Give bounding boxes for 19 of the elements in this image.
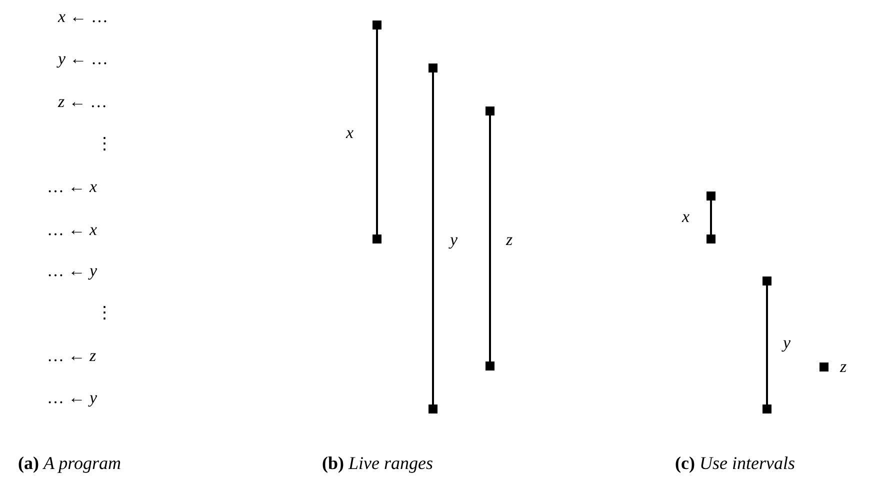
assignment-text: z ← … — [58, 92, 108, 112]
variable-label: y — [450, 230, 458, 250]
subfigure-caption: (b) Live ranges — [322, 453, 433, 473]
variable-label: z — [840, 357, 847, 377]
ellipsis-mark: ⋮ — [96, 303, 113, 323]
assignment-text: … ← x — [47, 220, 98, 240]
assignment-text: … ← x — [47, 177, 98, 197]
assignment-text: y ← … — [58, 49, 108, 69]
assignment-text: … ← y — [47, 388, 98, 408]
assignment-text: … ← y — [47, 261, 98, 281]
ellipsis-mark: ⋮ — [96, 134, 113, 154]
subfigure-caption: (a) A program — [18, 453, 122, 473]
variable-label: z — [506, 230, 513, 250]
assignment-text: … ← z — [47, 346, 96, 366]
variable-label: x — [682, 207, 690, 227]
variable-label: y — [783, 333, 791, 353]
assignment-text: x ← … — [58, 7, 108, 27]
subfigure-caption: (c) Use intervals — [675, 453, 795, 473]
variable-label: x — [346, 123, 354, 143]
